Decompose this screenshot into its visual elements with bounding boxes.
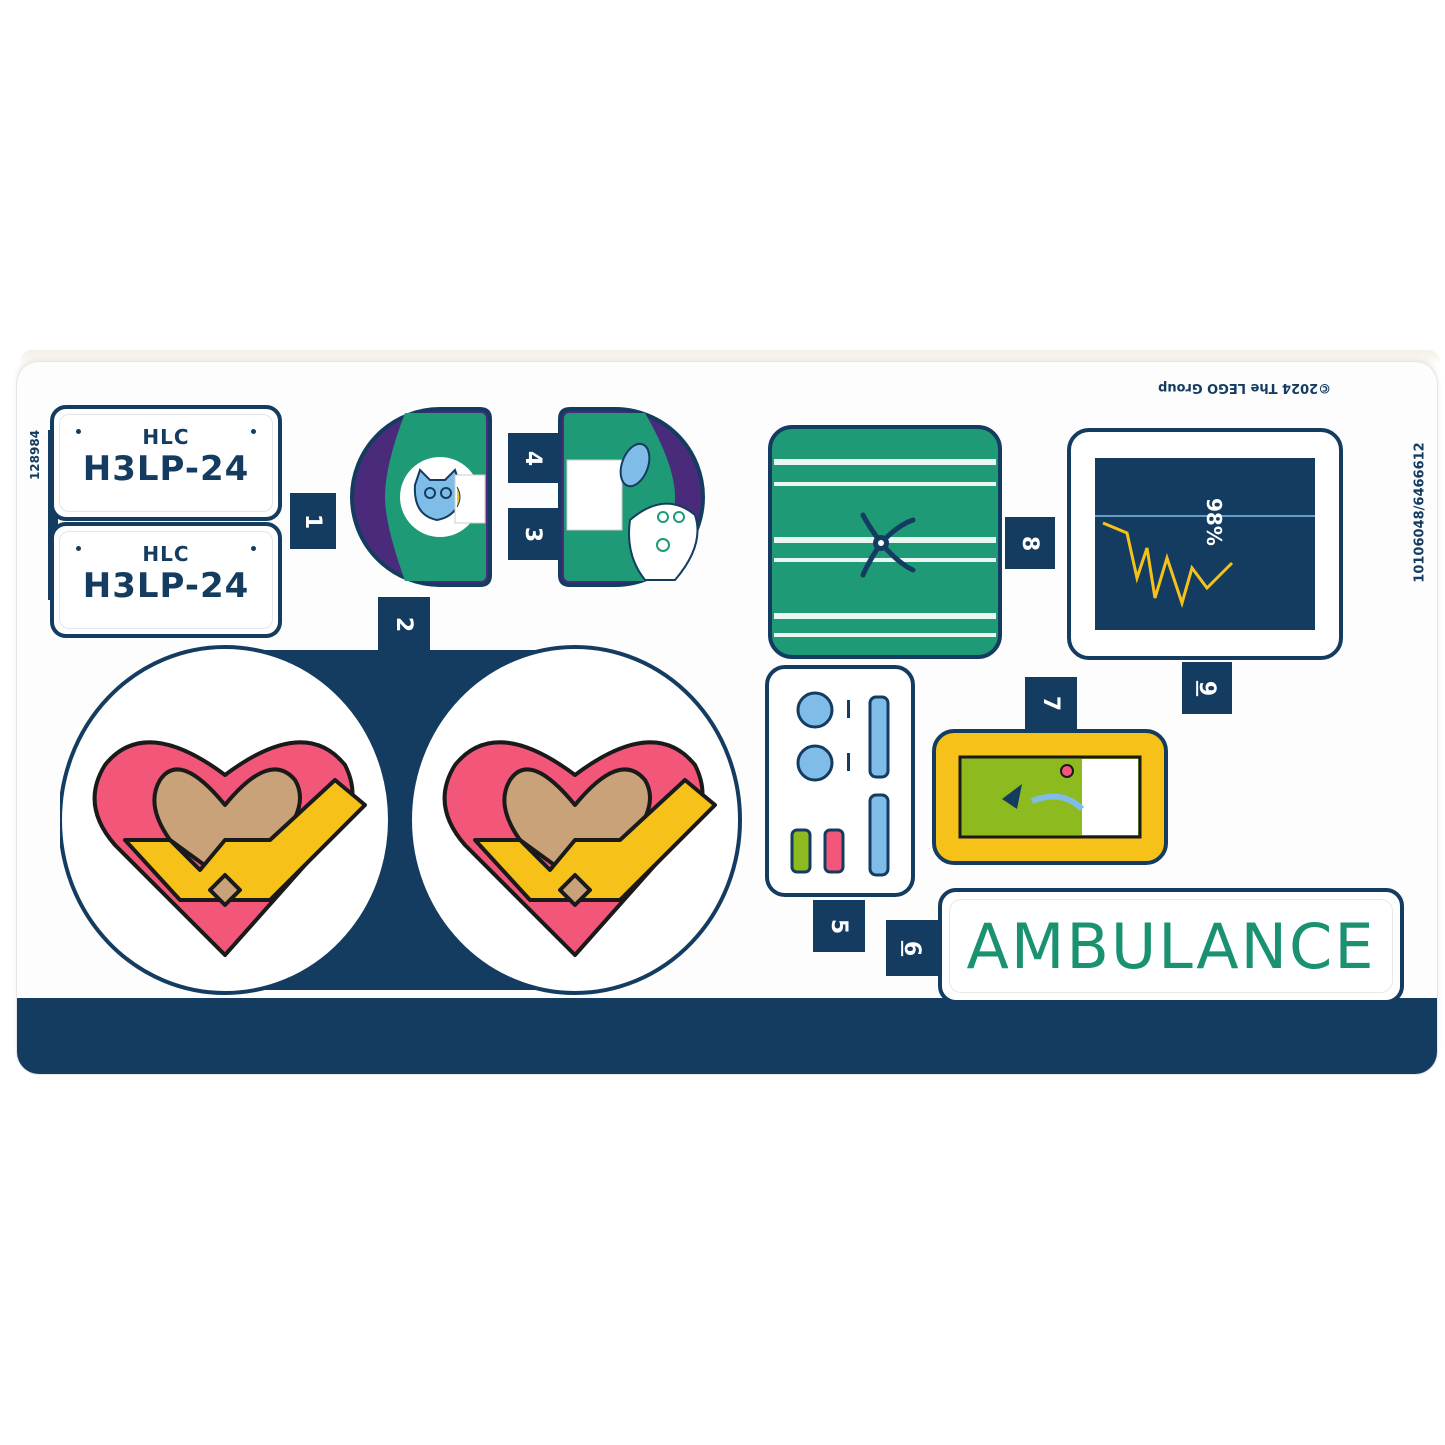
vital-monitor-graphic: 98% (1067, 428, 1343, 660)
plate-number: H3LP-24 (82, 566, 250, 606)
license-plate-top[interactable]: HLC H3LP-24 (50, 405, 282, 521)
part-number: 128984 (28, 429, 43, 481)
ambulance-text: AMBULANCE (966, 909, 1376, 983)
element-ids: 10106048/6466612 (1412, 442, 1428, 583)
sticker-number-6: 6 (886, 920, 938, 976)
heart-logo-pair (60, 645, 742, 995)
astronaut-posters-graphic (350, 407, 705, 587)
plate-region: HLC (142, 542, 190, 566)
plate-number: H3LP-24 (82, 449, 250, 489)
copyright-text: ©2024 The LEGO Group (1158, 380, 1332, 395)
fan-panel-graphic (768, 425, 1002, 659)
sticker-number-3: 3 (508, 508, 558, 560)
control-panel-graphic (765, 665, 915, 897)
gps-graphic (932, 729, 1168, 865)
sticker-number-1: 1 (290, 493, 336, 549)
sticker-number-5: 5 (813, 900, 865, 952)
sticker-number-8: 8 (1005, 517, 1055, 569)
sheet-bottom-bar (17, 998, 1437, 1074)
sticker-number-2: 2 (378, 597, 430, 652)
ambulance-sign: AMBULANCE (938, 888, 1404, 1004)
plate-region: HLC (142, 425, 190, 449)
svg-text:98%: 98% (1202, 498, 1226, 546)
sticker-number-9: 9 (1182, 662, 1232, 714)
sticker-number-7: 7 (1025, 677, 1077, 729)
license-plate-bottom[interactable]: HLC H3LP-24 (50, 522, 282, 638)
sticker-number-4: 4 (508, 433, 558, 483)
